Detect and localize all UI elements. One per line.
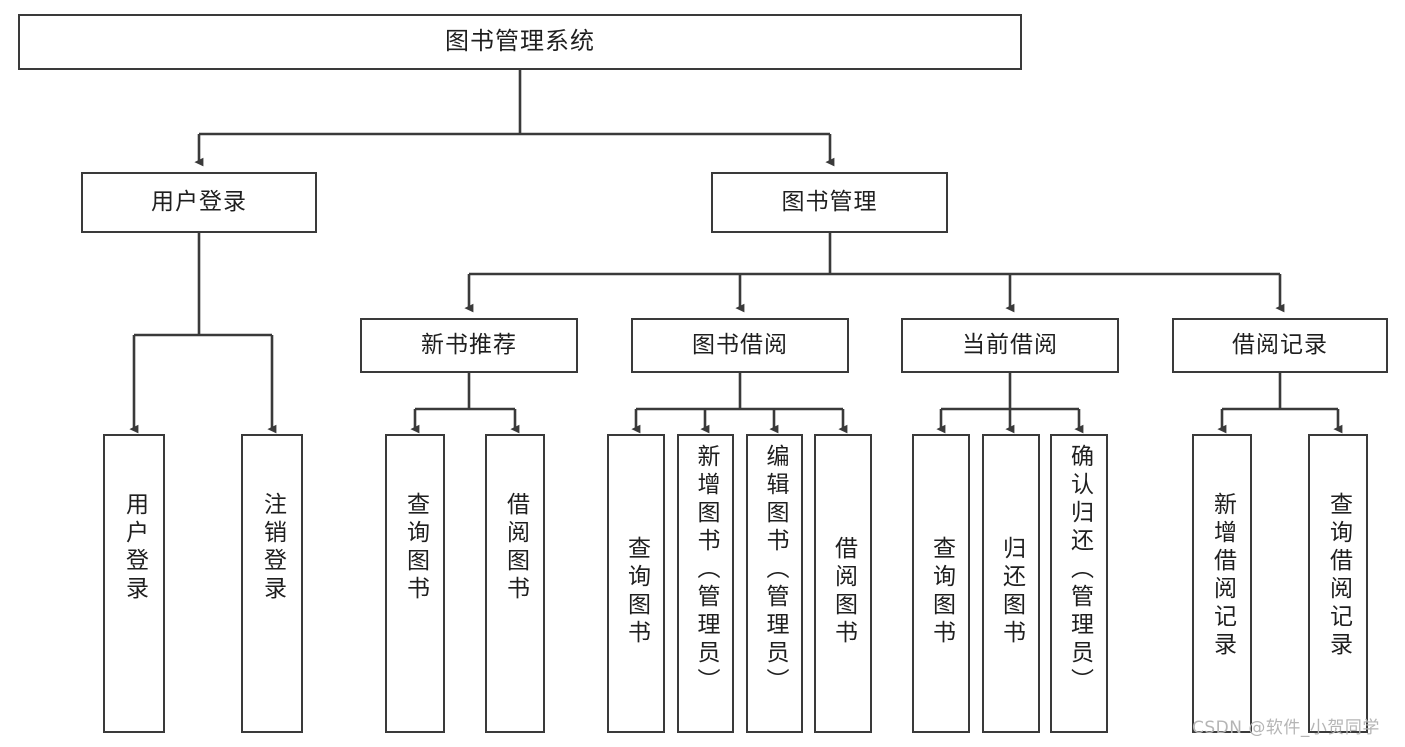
node-label: 查询借阅记录 (1325, 492, 1352, 660)
node-leaf-confirm-return[interactable]: 确认归还（管理员） (1050, 434, 1108, 733)
node-leaf-add-book[interactable]: 新增图书（管理员） (677, 434, 734, 733)
node-new-book-recommend[interactable]: 新书推荐 (360, 318, 578, 373)
node-label: 新增借阅记录 (1209, 492, 1236, 660)
node-leaf-borrow-book-rec[interactable]: 借阅图书 (485, 434, 545, 733)
node-leaf-query-book-rec[interactable]: 查询图书 (385, 434, 445, 733)
node-label: 新书推荐 (421, 332, 517, 359)
node-leaf-query-book-current[interactable]: 查询图书 (912, 434, 970, 733)
node-leaf-user-logout[interactable]: 注销登录 (241, 434, 303, 733)
node-current-borrow[interactable]: 当前借阅 (901, 318, 1119, 373)
node-label: 图书管理系统 (445, 27, 595, 56)
node-book-management-system[interactable]: 图书管理系统 (18, 14, 1022, 70)
node-label: 注销登录 (259, 492, 286, 604)
node-leaf-user-login[interactable]: 用户登录 (103, 434, 165, 733)
node-label: 当前借阅 (962, 332, 1058, 359)
node-label: 借阅图书 (830, 536, 857, 648)
node-leaf-borrow-book-borrow[interactable]: 借阅图书 (814, 434, 872, 733)
node-leaf-return-book[interactable]: 归还图书 (982, 434, 1040, 733)
node-label: 借阅图书 (502, 492, 529, 604)
node-book-borrow[interactable]: 图书借阅 (631, 318, 849, 373)
node-borrow-record[interactable]: 借阅记录 (1172, 318, 1388, 373)
csdn-watermark: CSDN @软件_小贺同学 (1192, 718, 1380, 738)
node-label: 编辑图书（管理员） (762, 444, 788, 696)
node-label: 归还图书 (998, 536, 1025, 648)
node-user-login[interactable]: 用户登录 (81, 172, 317, 233)
node-label: 用户登录 (151, 189, 247, 216)
node-leaf-query-borrow-record[interactable]: 查询借阅记录 (1308, 434, 1368, 733)
node-label: 查询图书 (623, 536, 650, 648)
node-label: 图书借阅 (692, 332, 788, 359)
node-label: 图书管理 (781, 189, 878, 216)
node-label: 新增图书（管理员） (693, 444, 719, 696)
node-label: 确认归还（管理员） (1066, 444, 1093, 696)
node-label: 查询图书 (402, 492, 429, 604)
node-leaf-edit-book[interactable]: 编辑图书（管理员） (746, 434, 803, 733)
node-leaf-query-book-borrow[interactable]: 查询图书 (607, 434, 665, 733)
node-label: 借阅记录 (1232, 332, 1328, 359)
node-label: 查询图书 (928, 536, 955, 648)
node-book-management[interactable]: 图书管理 (711, 172, 948, 233)
node-label: 用户登录 (121, 492, 148, 604)
node-leaf-add-borrow-record[interactable]: 新增借阅记录 (1192, 434, 1252, 733)
